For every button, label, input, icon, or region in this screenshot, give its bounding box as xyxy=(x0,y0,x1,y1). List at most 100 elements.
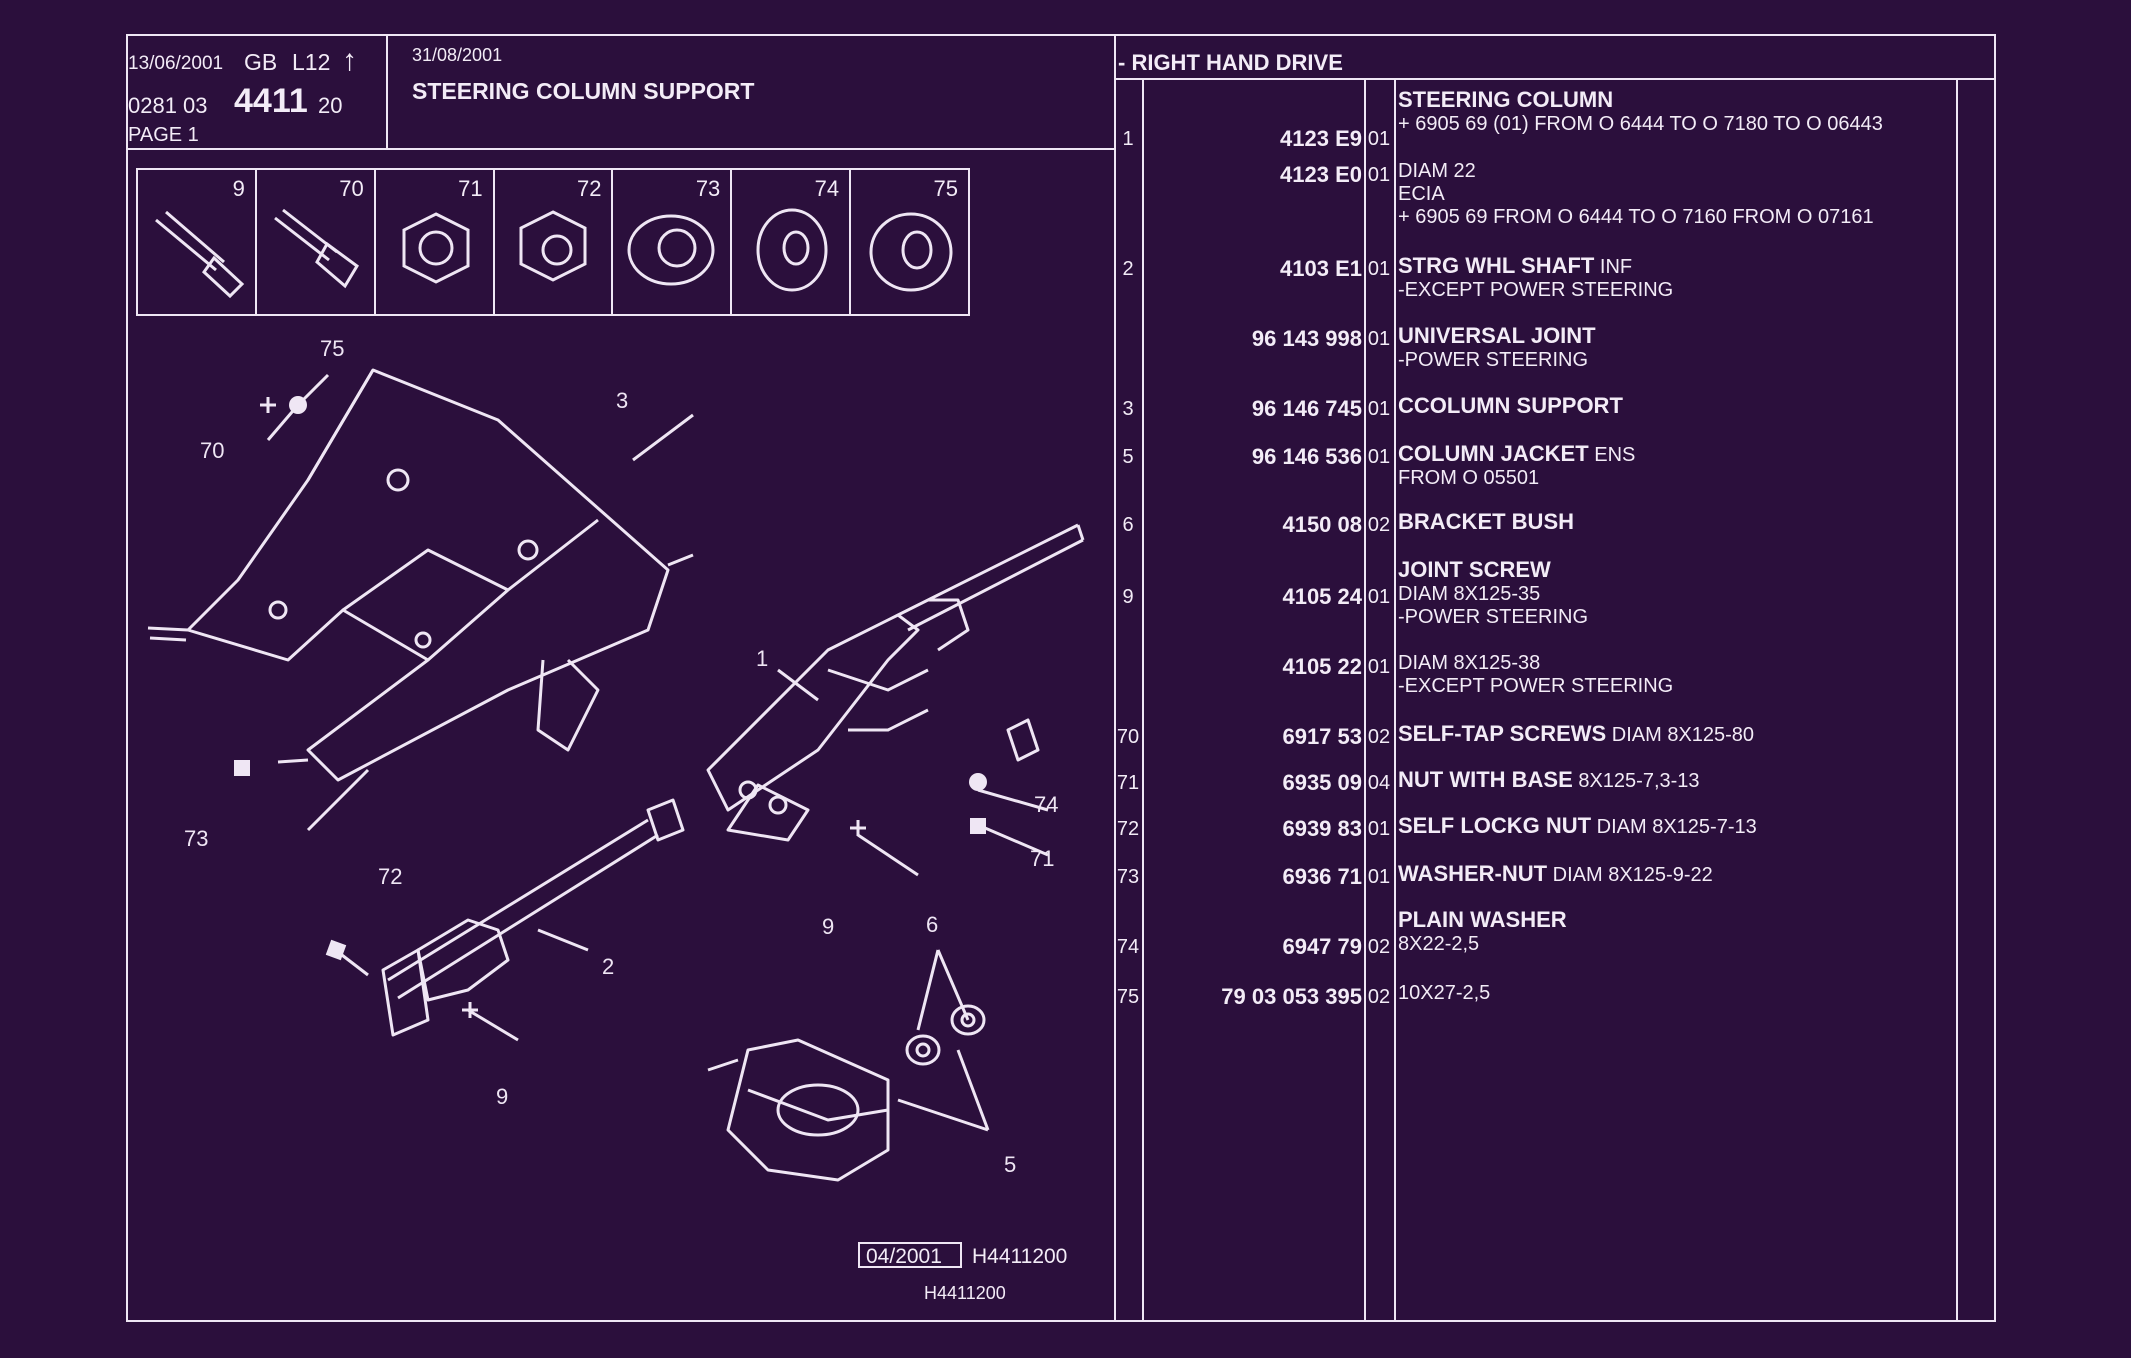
part-title: JOINT SCREW xyxy=(1398,557,1551,582)
part-qty: 01 xyxy=(1367,328,1391,350)
part-number: 4103 E1 xyxy=(1280,256,1362,281)
part-detail-line: DIAM 8X125-38 xyxy=(1398,652,1541,674)
diag-label-1: 1 xyxy=(756,646,768,671)
part-qty: 01 xyxy=(1367,818,1391,840)
part-ref: 2 xyxy=(1122,258,1134,280)
footer-ref2: H4411200 xyxy=(924,1283,1006,1303)
header-doc-suffix: 20 xyxy=(318,93,343,118)
part-ref: 70 xyxy=(1116,726,1140,748)
part-qty: 01 xyxy=(1367,398,1391,420)
part-title: SELF-TAP SCREWS xyxy=(1398,721,1607,746)
left-right-divider xyxy=(1114,36,1116,1320)
part-ref: 74 xyxy=(1116,936,1140,958)
part-ref: 75 xyxy=(1116,986,1140,1008)
part-detail-line: -EXCEPT POWER STEERING xyxy=(1398,675,1674,697)
part-detail-line: DIAM 22 xyxy=(1398,160,1476,182)
thumb-75: 75 xyxy=(851,170,968,314)
part-spec: ENS xyxy=(1588,444,1636,466)
part-number: 4150 08 xyxy=(1282,512,1362,537)
part-ref: 72 xyxy=(1116,818,1140,840)
part-detail-line: 8X22-2,5 xyxy=(1398,933,1480,955)
part-detail-line: FROM O 05501 xyxy=(1398,467,1540,489)
bolt-icon xyxy=(273,208,359,289)
header-date1: 13/06/2001 xyxy=(128,53,224,74)
part-ref: 9 xyxy=(1122,586,1134,608)
thumb-73: 73 xyxy=(613,170,733,314)
part-detail-line: -POWER STEERING xyxy=(1398,606,1589,628)
header-bottom-line xyxy=(126,148,1116,150)
diag-label-74: 74 xyxy=(1034,792,1058,817)
part-number: 79 03 053 395 xyxy=(1221,984,1362,1009)
part-detail-line: + 6905 69 FROM O 6444 TO O 7160 FROM O 0… xyxy=(1398,206,1874,228)
part-spec: DIAM 8X125-80 xyxy=(1606,724,1755,746)
part-qty: 01 xyxy=(1367,258,1391,280)
part-description: SELF-TAP SCREWS DIAM 8X125-80 xyxy=(1398,722,1754,747)
washer-nut-icon xyxy=(627,214,715,286)
thumb-70: 70 xyxy=(257,170,376,314)
part-detail-line: -EXCEPT POWER STEERING xyxy=(1398,279,1674,301)
part-description: WASHER-NUT DIAM 8X125-9-22 xyxy=(1398,862,1713,887)
part-ref: 73 xyxy=(1116,866,1140,888)
diag-label-70: 70 xyxy=(200,438,224,463)
qty-col-line-right xyxy=(1394,80,1396,1320)
marker-square-73 xyxy=(234,760,250,776)
part-number: 6939 83 xyxy=(1282,816,1362,841)
part-description: 10X27-2,5 xyxy=(1398,982,1490,1005)
part-number: 96 146 536 xyxy=(1251,444,1362,469)
part-title: CCOLUMN SUPPORT xyxy=(1398,393,1623,418)
part-description: STRG WHL SHAFT INF-EXCEPT POWER STEERING xyxy=(1398,254,1673,302)
diag-label-73: 73 xyxy=(184,826,208,851)
part-title: STRG WHL SHAFT xyxy=(1398,253,1595,278)
right-header-line xyxy=(1114,78,1996,80)
part-qty: 02 xyxy=(1367,936,1391,958)
part-ref: 1 xyxy=(1122,128,1134,150)
right-title: - RIGHT HAND DRIVE xyxy=(1118,50,1343,75)
marker-plus-70 xyxy=(260,397,276,413)
part-description: UNIVERSAL JOINT-POWER STEERING xyxy=(1398,324,1596,372)
part-qty: 01 xyxy=(1367,866,1391,888)
part-number: 96 143 998 xyxy=(1251,326,1362,351)
diag-label-5: 5 xyxy=(1004,1152,1016,1177)
part-number: 4105 22 xyxy=(1282,654,1362,679)
part-qty: 01 xyxy=(1367,586,1391,608)
part-detail-line: DIAM 8X125-35 xyxy=(1398,583,1541,605)
diag-label-2: 2 xyxy=(602,954,614,979)
part-description: COLUMN JACKET ENS FROM O 05501 xyxy=(1398,442,1635,490)
part-number: 6936 71 xyxy=(1282,864,1362,889)
header-doc-prefix: 0281 03 xyxy=(128,93,208,118)
part-spec: DIAM 8X125-7-13 xyxy=(1591,816,1757,838)
part-qty: 01 xyxy=(1367,656,1391,678)
marker-square-71 xyxy=(970,818,986,834)
part-title: STEERING COLUMN xyxy=(1398,87,1614,112)
footer-date-box xyxy=(858,1242,962,1268)
large-washer-icon xyxy=(869,212,953,292)
diag-label-9b: 9 xyxy=(496,1084,508,1109)
thumb-72: 72 xyxy=(495,170,614,314)
thumb-71: 71 xyxy=(376,170,495,314)
diag-label-9a: 9 xyxy=(822,914,834,939)
part-spec: 8X125-7,3-13 xyxy=(1572,770,1700,792)
part-description: NUT WITH BASE 8X125-7,3-13 xyxy=(1398,768,1700,793)
part-number: 96 146 745 xyxy=(1251,396,1362,421)
part-title: UNIVERSAL JOINT xyxy=(1398,323,1596,348)
steering-wheel-shaft xyxy=(381,798,685,1037)
part-qty: 04 xyxy=(1367,772,1391,794)
part-title: NUT WITH BASE xyxy=(1398,767,1573,792)
marker-circle-74 xyxy=(969,773,987,791)
qty-col-line-left xyxy=(1364,80,1366,1320)
diag-label-72: 72 xyxy=(378,864,402,889)
page-title: STEERING COLUMN SUPPORT xyxy=(412,78,755,104)
part-ref: 3 xyxy=(1122,398,1134,420)
column-support-bracket xyxy=(147,368,694,782)
part-description: SELF LOCKG NUT DIAM 8X125-7-13 xyxy=(1398,814,1757,839)
diag-label-75: 75 xyxy=(320,336,344,361)
part-description: CCOLUMN SUPPORT xyxy=(1398,394,1623,419)
part-description: BRACKET BUSH xyxy=(1398,510,1574,535)
footer-ref1: H4411200 xyxy=(972,1245,1068,1268)
diag-label-3: 3 xyxy=(616,388,628,413)
part-detail-line: 10X27-2,5 xyxy=(1398,982,1491,1004)
part-description: STEERING COLUMN+ 6905 69 (01) FROM O 644… xyxy=(1398,88,1883,136)
part-ref: 71 xyxy=(1116,772,1140,794)
part-title: COLUMN JACKET xyxy=(1398,441,1589,466)
